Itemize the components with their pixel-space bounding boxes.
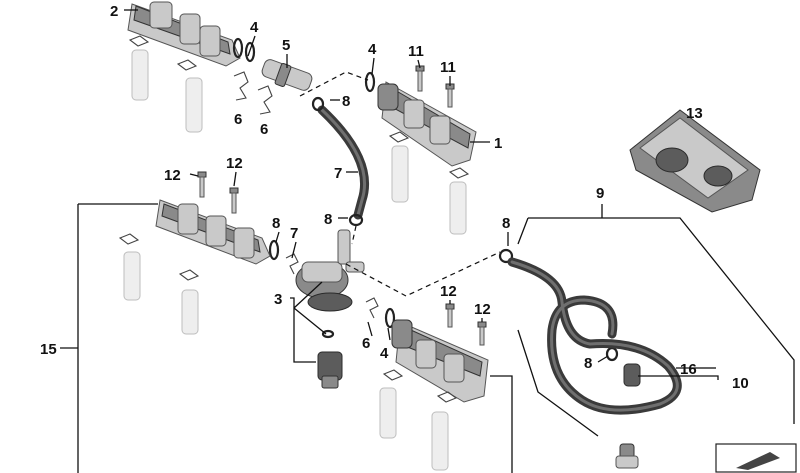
pressure-regulator-block	[295, 229, 365, 389]
callout-16: 16	[680, 361, 697, 378]
callout-12: 12	[440, 283, 457, 300]
callout-12: 12	[226, 155, 243, 172]
dashed-lines	[299, 71, 501, 297]
bolt	[445, 303, 455, 328]
bolt	[415, 65, 425, 92]
hose-clamp-bottom	[615, 443, 639, 469]
o-rings	[232, 37, 619, 362]
callout-15: 15	[40, 341, 57, 358]
engine-cover-part	[629, 109, 761, 213]
upper-right-injectors	[388, 131, 470, 235]
bolt	[197, 171, 207, 198]
middle-left-fuel-rail	[118, 199, 271, 335]
leader-lines	[60, 9, 795, 473]
callout-1: 1	[494, 135, 502, 152]
callout-11: 11	[408, 43, 424, 60]
upper-right-fuel-rail	[377, 81, 477, 235]
fuel-hose-upper	[317, 105, 370, 220]
callout-8: 8	[324, 211, 332, 228]
callout-8: 8	[502, 215, 510, 232]
callout-8: 8	[584, 355, 592, 372]
callout-8: 8	[272, 215, 280, 232]
callout-4: 4	[250, 19, 259, 36]
callout-9: 9	[596, 185, 604, 202]
callout-4: 4	[380, 345, 389, 362]
bolt	[477, 321, 487, 346]
callout-5: 5	[282, 37, 290, 54]
callout-6: 6	[260, 121, 268, 138]
callout-6: 6	[362, 335, 370, 352]
callout-4: 4	[368, 41, 377, 58]
callout-8: 8	[342, 93, 350, 110]
callout-labels: 2 4 5 4 11 11 13 8 6 6 1 7 12 12 9 8 8 7…	[40, 3, 749, 392]
retaining-clips	[233, 71, 379, 319]
callout-13: 13	[686, 105, 703, 122]
arrow-box	[715, 443, 797, 473]
fuel-hose-assembly	[507, 257, 682, 415]
callout-6: 6	[234, 111, 242, 128]
lower-right-injectors	[379, 369, 458, 471]
callout-7: 7	[334, 165, 342, 182]
upper-left-injectors	[128, 35, 203, 133]
middle-left-injectors	[118, 233, 200, 335]
callout-7: 7	[290, 225, 298, 242]
upper-left-fuel-rail	[127, 1, 241, 133]
bolt	[229, 187, 239, 214]
callout-3: 3	[274, 291, 282, 308]
lower-right-fuel-rail	[379, 319, 489, 471]
callout-10: 10	[732, 375, 749, 392]
callout-12: 12	[474, 301, 491, 318]
callout-12: 12	[164, 167, 181, 184]
bolt	[445, 83, 455, 108]
callout-2: 2	[110, 3, 118, 20]
callout-11: 11	[440, 59, 456, 76]
pressure-sensor	[317, 351, 343, 389]
